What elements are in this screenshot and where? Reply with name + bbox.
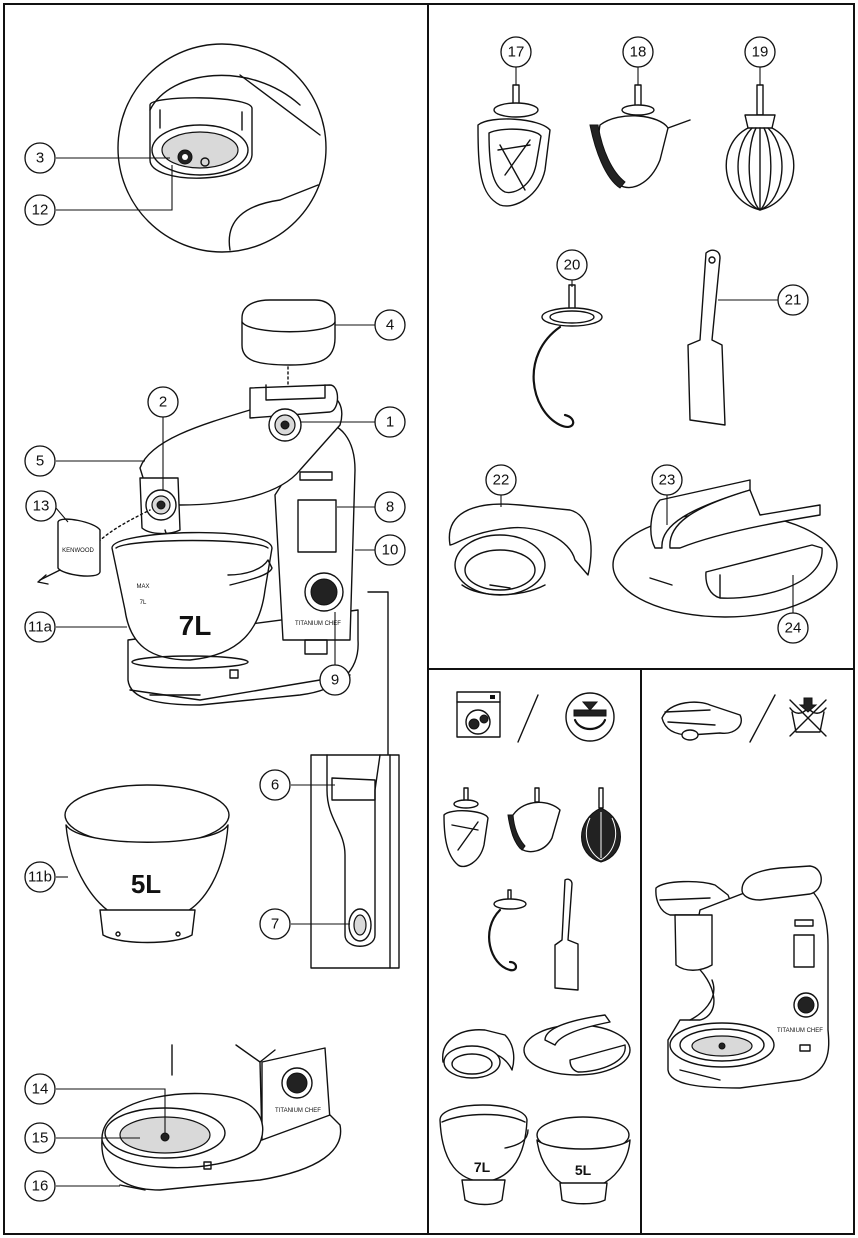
svg-text:19: 19: [752, 44, 769, 61]
callout-20: 20: [556, 249, 588, 281]
callout-1: 1: [374, 406, 406, 438]
callout-12: 12: [24, 194, 56, 226]
callout-9: 9: [319, 664, 351, 696]
do-not-immerse-icon: [789, 697, 827, 737]
top-rack-icon: [565, 692, 615, 742]
slash-divider: [517, 694, 539, 743]
svg-text:KENWOOD: KENWOOD: [62, 548, 94, 554]
svg-text:10: 10: [382, 542, 399, 559]
svg-text:11b: 11b: [28, 869, 52, 886]
svg-text:1: 1: [386, 414, 394, 431]
callout-18: 18: [622, 36, 654, 68]
callout-17: 17: [500, 36, 532, 68]
callout-labels: 3 12 4 2 1 5 13 8 10 11a 9 11b 6 7 14 15: [24, 36, 809, 1202]
dishwasher-icon: [456, 691, 501, 738]
svg-text:14: 14: [32, 1081, 49, 1098]
callout-23: 23: [651, 464, 683, 496]
dishwasher-safe-parts: 7L 5L: [439, 787, 631, 1206]
svg-text:3: 3: [36, 150, 44, 167]
panel-frame: [3, 3, 855, 1235]
svg-text:7: 7: [271, 916, 279, 933]
callout-22: 22: [485, 464, 517, 496]
callout-15: 15: [24, 1122, 56, 1154]
svg-text:12: 12: [32, 202, 49, 219]
small-small-bowl-capacity: 5L: [575, 1162, 592, 1178]
callout-7: 7: [259, 908, 291, 940]
svg-text:TITANIUM CHEF: TITANIUM CHEF: [275, 1108, 321, 1114]
wipe-clean-icon: [661, 701, 742, 741]
svg-text:23: 23: [659, 472, 676, 489]
svg-text:13: 13: [33, 498, 50, 515]
svg-text:4: 4: [386, 317, 394, 334]
callout-14: 14: [24, 1073, 56, 1105]
callout-19: 19: [744, 36, 776, 68]
callout-4: 4: [374, 309, 406, 341]
splash-guard-drawing: [448, 503, 592, 596]
callout-11b: 11b: [24, 861, 56, 893]
flexible-beater-drawing: [589, 84, 691, 189]
svg-text:11a: 11a: [28, 619, 53, 636]
callout-10: 10: [374, 534, 406, 566]
pouring-shield-drawing: [612, 479, 838, 618]
large-bowl-capacity: 7L: [179, 610, 212, 641]
svg-text:21: 21: [785, 292, 802, 309]
svg-text:2: 2: [159, 394, 167, 411]
svg-text:16: 16: [32, 1178, 49, 1195]
callout-6: 6: [259, 769, 291, 801]
callout-3: 3: [24, 142, 56, 174]
small-large-bowl-capacity: 7L: [474, 1159, 491, 1175]
svg-text:TITANIUM CHEF: TITANIUM CHEF: [777, 1028, 823, 1034]
kitchen-machine-drawing: TITANIUM CHEF MAX 7L 7L KENWOOD: [37, 299, 389, 756]
spatula-drawing: [687, 249, 726, 426]
svg-text:8: 8: [386, 499, 394, 516]
svg-text:MAX: MAX: [136, 584, 149, 590]
svg-text:20: 20: [564, 257, 581, 274]
callout-8: 8: [374, 491, 406, 523]
svg-text:18: 18: [630, 44, 647, 61]
outlet-detail-view: [117, 43, 327, 253]
svg-text:TITANIUM CHEF: TITANIUM CHEF: [295, 621, 341, 627]
small-bowl-capacity: 5L: [131, 869, 161, 899]
svg-text:15: 15: [32, 1130, 49, 1147]
bowl-lock-detail: [310, 754, 400, 969]
slash-divider-2: [749, 694, 776, 743]
callout-13: 13: [25, 490, 57, 522]
k-beater-drawing: [477, 84, 551, 207]
wiping-mixer-drawing: TITANIUM CHEF: [655, 865, 830, 1089]
callout-5: 5: [24, 445, 56, 477]
base-drawing: TITANIUM CHEF: [101, 1044, 342, 1191]
callout-11a: 11a: [24, 611, 56, 643]
dough-hook-drawing: [532, 284, 603, 428]
svg-text:22: 22: [493, 472, 510, 489]
whisk-drawing: [725, 84, 795, 211]
callout-16: 16: [24, 1170, 56, 1202]
svg-text:7L: 7L: [140, 600, 147, 606]
svg-text:5: 5: [36, 453, 44, 470]
svg-text:24: 24: [785, 620, 802, 637]
svg-text:6: 6: [271, 777, 279, 794]
small-bowl-drawing: 5L: [64, 784, 230, 944]
svg-text:17: 17: [508, 44, 525, 61]
callout-21: 21: [777, 284, 809, 316]
callout-2: 2: [147, 386, 179, 418]
callout-24: 24: [777, 612, 809, 644]
svg-text:9: 9: [331, 672, 339, 689]
